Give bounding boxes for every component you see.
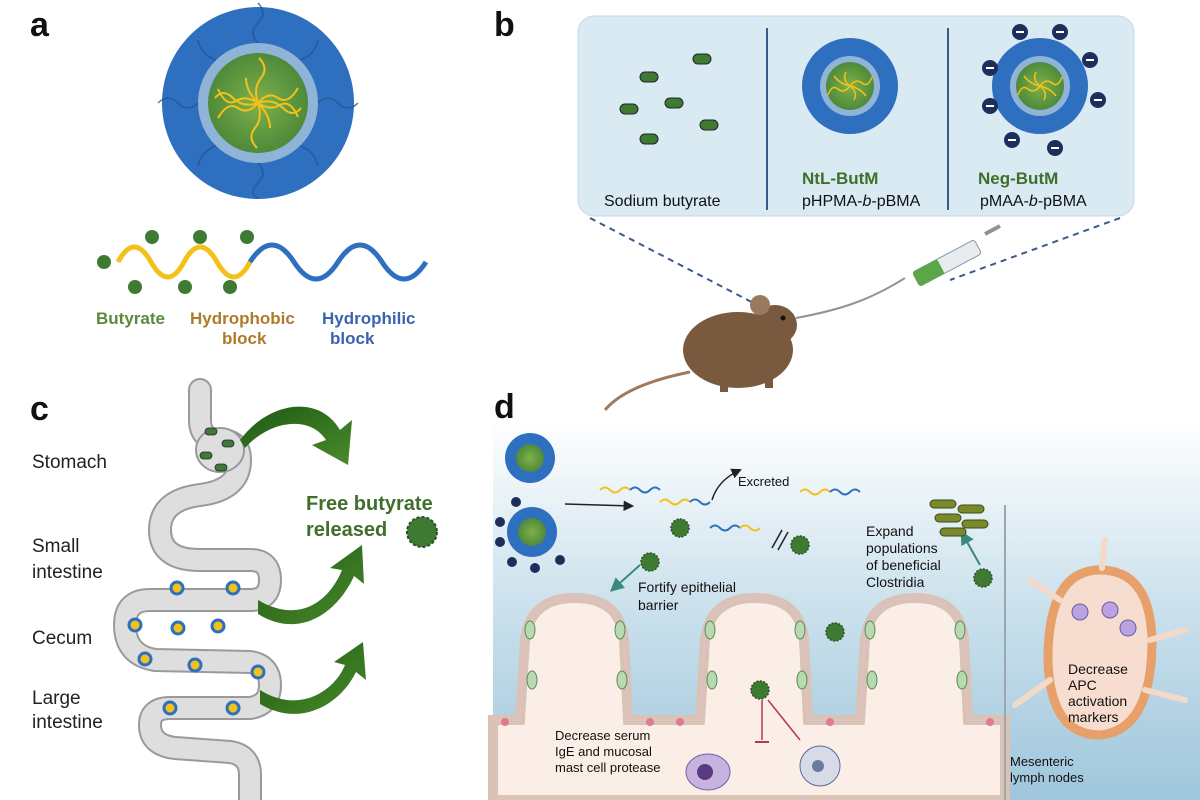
label-small-intestine: intestine xyxy=(32,562,103,583)
panel-letter-c: c xyxy=(30,390,49,428)
sodium-butyrate-label: Sodium butyrate xyxy=(604,193,721,210)
micelles-lumen xyxy=(495,433,565,573)
panel-d: d xyxy=(488,388,1200,800)
neg-butm-label: Neg-ButM xyxy=(978,169,1058,188)
legend-hydrophilic-1: Hydrophilic xyxy=(322,309,416,328)
crypt-cells xyxy=(501,718,994,726)
panel-a: a xyxy=(30,2,429,348)
clostridia-bacteria xyxy=(929,499,989,537)
legend-butyrate: Butyrate xyxy=(96,309,165,328)
micelle-large xyxy=(157,2,359,199)
legend-hydrophobic-2: block xyxy=(222,329,267,348)
ntl-butm-polymer: pHPMA-b-pBMA xyxy=(802,193,921,210)
panel-c: c Stomach Small intestine Cecum Large in… xyxy=(30,378,438,800)
gi-micelles xyxy=(127,580,266,716)
legend-hydrophobic-1: Hydrophobic xyxy=(190,309,295,328)
label-stomach: Stomach xyxy=(32,452,107,473)
polymer-chain-diagram xyxy=(97,230,429,294)
expand-label-3: of beneficial xyxy=(866,557,941,573)
fortify-label-2: barrier xyxy=(638,597,679,613)
decrease-apc-3: activation xyxy=(1068,693,1127,709)
mouse xyxy=(603,295,797,411)
stomach-pills xyxy=(199,427,235,472)
release-arrows xyxy=(240,406,366,714)
free-butyrate-2: released xyxy=(306,519,387,541)
fortify-label-1: Fortify epithelial xyxy=(638,579,736,595)
neg-butm-polymer: pMAA-b-pBMA xyxy=(980,193,1087,210)
decrease-apc-4: markers xyxy=(1068,709,1119,725)
goblet-cells xyxy=(524,620,968,690)
decrease-apc-1: Decrease xyxy=(1068,661,1128,677)
polymer-fragments xyxy=(599,486,861,532)
excreted-label: Excreted xyxy=(738,474,789,489)
gi-tract xyxy=(113,378,282,800)
neg-butm-micelle xyxy=(982,24,1106,156)
expand-label-1: Expand xyxy=(866,523,913,539)
decrease-serum-3: mast cell protease xyxy=(555,760,661,775)
expand-label-2: populations xyxy=(866,540,938,556)
free-butyrate-1: Free butyrate xyxy=(306,493,433,515)
lymph-node xyxy=(1012,537,1188,740)
decrease-serum-1: Decrease serum xyxy=(555,728,650,743)
ntl-butm-micelle xyxy=(802,38,898,134)
syringe xyxy=(795,224,1001,319)
ntl-butm-label: NtL-ButM xyxy=(802,169,878,188)
lymph-label-2: lymph nodes xyxy=(1010,770,1084,785)
immune-cells xyxy=(685,745,841,791)
panel-letter-d: d xyxy=(494,388,515,426)
sodium-butyrate-pills xyxy=(619,53,719,145)
expand-label-4: Clostridia xyxy=(866,574,925,590)
label-large: Large xyxy=(32,688,81,709)
label-large-intestine: intestine xyxy=(32,712,103,733)
decrease-serum-2: IgE and mucosal xyxy=(555,744,652,759)
decrease-apc-2: APC xyxy=(1068,677,1097,693)
free-butyrate-icon xyxy=(406,516,438,548)
legend-hydrophilic-2: block xyxy=(330,329,375,348)
lymph-label-1: Mesenteric xyxy=(1010,754,1074,769)
panel-b: b xyxy=(494,6,1135,411)
label-small: Small xyxy=(32,536,80,557)
panel-letter-b: b xyxy=(494,6,515,44)
panel-letter-a: a xyxy=(30,6,50,44)
label-cecum: Cecum xyxy=(32,628,92,649)
